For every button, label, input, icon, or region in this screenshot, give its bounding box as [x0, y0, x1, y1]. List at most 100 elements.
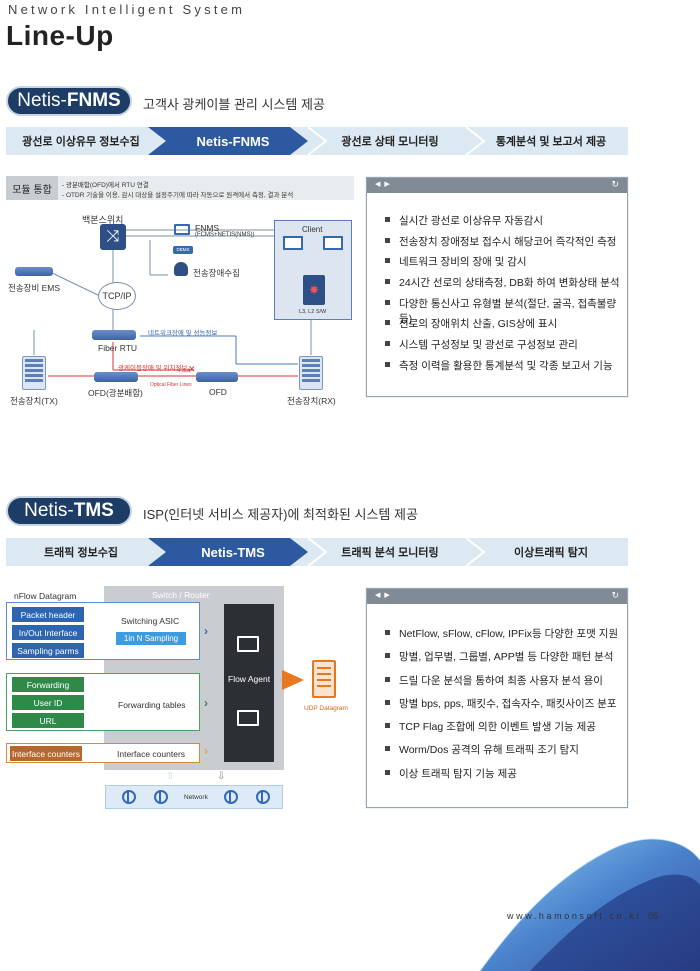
list-item: 이상 트래픽 탐지 기능 제공 — [385, 766, 618, 789]
tms-step-1: 트래픽 정보수집 — [44, 547, 118, 559]
fnms-pill-prefix: Netis- — [17, 90, 67, 111]
list-item: 다양한 통신사고 유형별 분석(절단, 굴곡, 접촉불량 등) — [385, 296, 627, 325]
arrow-left-right-icon[interactable]: ◀▶ — [375, 592, 394, 599]
client-group-box: Client ✸ L3, L2 S/W — [274, 220, 352, 320]
list-item: 측정 이력을 활용한 통계분석 및 각종 보고서 기능 — [385, 358, 627, 379]
svg-text:✕: ✕ — [188, 364, 196, 374]
fnms-feature-box: ◀▶ ↻ 실시간 광선로 이상유무 자동감시 전송장치 장애정보 접수시 해당코… — [366, 177, 628, 397]
one-in-n-badge: 1in N Sampling — [116, 632, 186, 645]
ofd1-device-icon — [94, 372, 138, 382]
fiber-rtu-label: Fiber RTU — [98, 343, 138, 353]
tx-device-icon — [22, 356, 46, 390]
interface-counters-label: Interface counters — [117, 749, 186, 759]
fnms-label: FNMS — [195, 223, 220, 233]
tms-process-bar: 트래픽 정보수집 Netis-TMS 트래픽 분석 모니터링 이상트래픽 탐지 — [6, 538, 628, 566]
l3-switch-icon: ✸ — [303, 275, 325, 305]
list-item: NetFlow, sFlow, cFlow, IPFix등 다양한 포맷 지원 — [385, 626, 618, 649]
ofd1-label: OFD(광분배함) — [88, 388, 143, 398]
globe-icon — [122, 790, 136, 804]
list-item: 전송장치 장애정보 접수시 해당코어 즉각적인 측정 — [385, 234, 627, 255]
fnms-pill-bold: FNMS — [66, 90, 121, 111]
tms-feature-list: NetFlow, sFlow, cFlow, IPFix등 다양한 포맷 지원 … — [385, 626, 618, 789]
backbone-switch-icon: ⤨ — [100, 224, 126, 250]
packet-header-button: Packet header — [12, 607, 84, 622]
network-info-label: 네트워크장애 및 성능정보 — [148, 330, 218, 337]
dbms-icon: DBMS — [173, 246, 193, 254]
tx-label: 전송장치(TX) — [10, 396, 58, 406]
header-subtitle: Network Intelligent System — [8, 2, 246, 17]
arrow-up-icon: ⇧ — [166, 771, 175, 782]
ofd2-label: OFD — [209, 387, 227, 397]
fnms-step-1: 광선로 이상유무 정보수집 — [22, 136, 140, 148]
list-item: 드릴 다운 분석을 통하여 최종 사용자 분석 용이 — [385, 673, 618, 696]
module-note-box: 모듈 통합 - 광분배함(OFD)에서 RTU 연결 - OTDR 기술을 이용… — [6, 176, 354, 200]
backbone-label: 백본스위치 — [82, 215, 124, 225]
tms-step-4: 이상트래픽 탐지 — [514, 547, 588, 559]
user-id-button: User ID — [12, 695, 84, 710]
monitor-icon — [174, 224, 190, 235]
list-item: 시스템 구성정보 및 광선로 구성정보 관리 — [385, 337, 627, 358]
collect-label: 전송장애수집 — [193, 268, 240, 278]
tms-process-arrows — [148, 538, 486, 566]
optical-lines-label: Optical Fiber Lines — [150, 382, 192, 388]
module-note-1: - 광분배함(OFD)에서 RTU 연결 — [62, 182, 149, 189]
list-item: 선로의 장애위치 산출, GIS상에 표시 — [385, 316, 627, 337]
fnms-description: 고객사 광케이블 관리 시스템 제공 — [143, 97, 325, 112]
refresh-icon[interactable]: ↻ — [611, 179, 619, 189]
tms-feature-box: ◀▶ ↻ NetFlow, sFlow, cFlow, IPFix등 다양한 포… — [366, 588, 628, 808]
tms-description: ISP(인터넷 서비스 제공자)에 최적화된 시스템 제공 — [143, 507, 418, 522]
forwarding-button: Forwarding — [12, 677, 84, 692]
fnms-box-toolbar: ◀▶ ↻ — [367, 178, 627, 193]
tms-section-pill: Netis-TMS — [6, 496, 132, 526]
list-item: 망별, 업무별, 그룹별, APP별 등 다양한 패턴 분석 — [385, 649, 618, 672]
sampling-parms-button: Sampling parms — [12, 643, 84, 658]
list-item: 24시간 선로의 상태측정, DB화 하여 변화상태 분석 — [385, 275, 627, 296]
switch-router-label: Switch / Router — [152, 590, 210, 600]
fnms-process-arrows — [148, 127, 486, 155]
chevron-right-icon: › — [204, 624, 208, 638]
page-number: 05 — [648, 911, 659, 921]
decorative-wave-graphic — [479, 838, 700, 971]
refresh-icon[interactable]: ↻ — [611, 590, 619, 600]
globe-icon — [154, 790, 168, 804]
list-item: Worm/Dos 공격의 유해 트래픽 조기 탐지 — [385, 742, 618, 765]
client-label: Client — [302, 225, 323, 234]
list-item: 실시간 광선로 이상유무 자동감시 — [385, 213, 627, 234]
asic-label: Switching ASIC — [121, 616, 180, 626]
fnms-step-3: 광선로 상태 모니터링 — [341, 136, 439, 148]
globe-icon — [256, 790, 270, 804]
fiber-rtu-icon — [92, 330, 136, 340]
tms-box-toolbar: ◀▶ ↻ — [367, 589, 627, 604]
flow-agent-panel: Flow Agent — [224, 604, 274, 762]
url-button: URL — [12, 713, 84, 728]
list-item: TCP Flag 조합에 의한 이벤트 발생 기능 제공 — [385, 719, 618, 742]
fnms-process-bar: 광선로 이상유무 정보수집 Netis-FNMS 광선로 상태 모니터링 통계분… — [6, 127, 628, 155]
network-label: Network — [184, 794, 208, 801]
fnms-section-pill: Netis-FNMS — [6, 86, 132, 116]
chevron-right-icon: › — [204, 744, 208, 758]
list-item: 망별 bps, pps, 패킷수, 접속자수, 패킷사이즈 분포 — [385, 696, 618, 719]
module-tag: 모듈 통합 — [6, 176, 58, 200]
ems-device-icon — [15, 267, 53, 276]
ofd2-device-icon — [196, 372, 238, 382]
globe-icon — [224, 790, 238, 804]
fnms-step-4: 통계분석 및 보고서 제공 — [495, 136, 607, 148]
network-bar: Network — [105, 785, 283, 809]
tcpip-cloud: TCP/IP — [98, 282, 136, 310]
arrow-down-icon: ⇩ — [217, 771, 226, 782]
fnms-feature-list: 실시간 광선로 이상유무 자동감시 전송장치 장애정보 접수시 해당코어 즉각적… — [385, 213, 627, 379]
udp-datagram-icon — [312, 660, 336, 698]
footer-url[interactable]: www.hamonsoft.co.kr — [507, 911, 642, 921]
ems-label: 전송장비 EMS — [8, 283, 61, 293]
module-note-2: - OTDR 기술을 이용, 감시 대상을 설정주기에 따라 자동으로 원격에서… — [62, 192, 294, 199]
fnms-step-2: Netis-FNMS — [196, 133, 270, 149]
arrow-right-icon — [282, 670, 304, 690]
tms-step-2: Netis-TMS — [201, 544, 265, 560]
server-icon — [237, 710, 259, 726]
server-icon — [237, 636, 259, 652]
nflow-label: nFlow Datagram — [14, 591, 77, 601]
arrow-left-right-icon[interactable]: ◀▶ — [375, 181, 394, 188]
rx-label: 전송장치(RX) — [287, 396, 336, 406]
tms-pill-prefix: Netis- — [24, 500, 74, 521]
user-icon — [174, 262, 188, 276]
